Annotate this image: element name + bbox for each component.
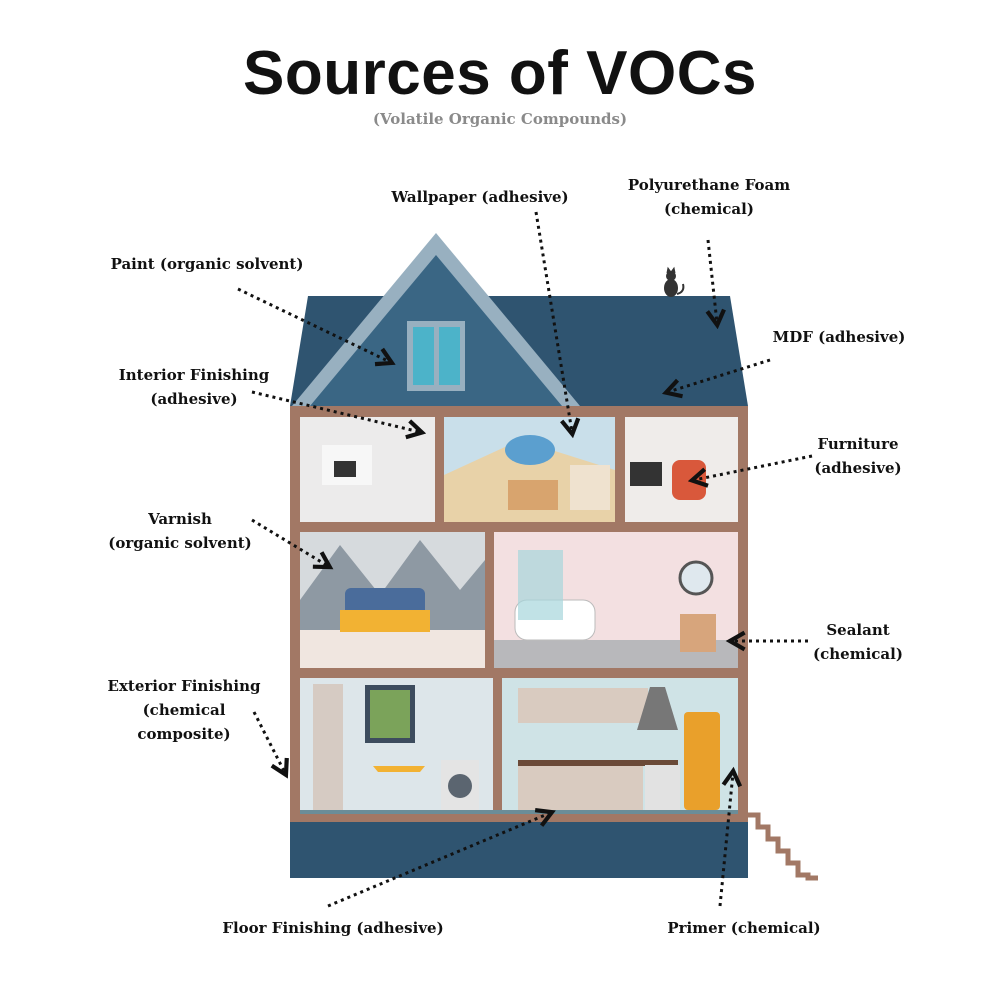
label-text: MDF (adhesive) [772,328,906,346]
label-mdf: MDF (adhesive) [773,325,906,349]
arrow-interior-finishing [251,390,420,432]
label-text: (adhesive) [150,390,238,408]
label-polyurethane-foam: Polyurethane Foam (chemical) [628,173,790,221]
label-wallpaper: Wallpaper (adhesive) [391,185,568,209]
label-text: Sealant [826,621,890,639]
label-floor-finishing: Floor Finishing (adhesive) [222,916,443,940]
page-subtitle: (Volatile Organic Compounds) [372,110,628,128]
label-text: (chemical [142,701,226,719]
label-text: Paint (organic solvent) [110,255,304,273]
label-text: (adhesive) [814,459,902,477]
arrow-primer [718,773,733,907]
label-text: Interior Finishing [118,366,270,384]
label-sealant: Sealant (chemical) [813,618,903,666]
label-text: Wallpaper (adhesive) [391,188,569,206]
label-text: Furniture [817,435,899,453]
arrow-paint [237,287,390,362]
arrow-furniture [694,454,813,480]
attic-window [407,321,465,391]
arrow-exterior-finishing [252,711,285,773]
page-title: Sources of VOCs [243,39,757,108]
label-text: Exterior Finishing [107,677,261,695]
arrow-varnish [251,518,328,566]
label-interior-finishing: Interior Finishing (adhesive) [119,363,270,411]
label-text: Floor Finishing (adhesive) [222,919,444,937]
stairs [748,812,818,881]
arrow-floor-finishing [327,813,550,908]
label-text: Primer (chemical) [667,919,821,937]
label-primer: Primer (chemical) [667,916,820,940]
label-text: Polyurethane Foam [627,176,791,194]
foundation [290,822,748,878]
label-paint: Paint (organic solvent) [111,252,304,276]
label-varnish: Varnish (organic solvent) [108,507,252,555]
label-furniture: Furniture (adhesive) [814,432,901,480]
label-text: Varnish [148,510,212,528]
cat-icon [664,266,685,297]
label-text: (chemical) [813,645,903,663]
label-text: (chemical) [664,200,754,218]
label-text: composite) [137,725,231,743]
label-text: (organic solvent) [108,534,252,552]
arrow-wallpaper [534,211,572,432]
label-exterior-finishing: Exterior Finishing (chemical composite) [108,674,261,746]
